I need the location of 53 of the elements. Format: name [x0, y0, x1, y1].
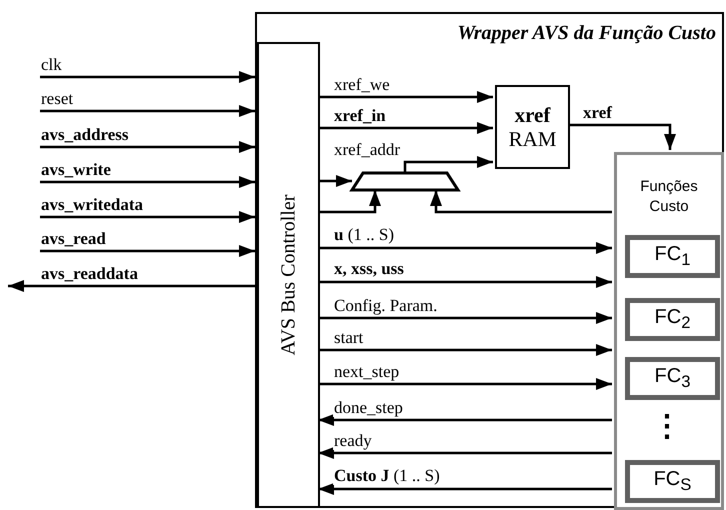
block-label: xref: [514, 103, 550, 127]
arrow: [318, 276, 612, 288]
signal-label: ready: [333, 432, 373, 450]
arrow: [318, 483, 612, 495]
ellipsis-mark: ⋮: [652, 410, 682, 444]
signal-label: avs_write: [40, 161, 112, 179]
arrow: [40, 105, 255, 117]
signal-label: u (1 .. S): [333, 226, 395, 244]
memory-block: [495, 85, 570, 169]
signal-label: xref_we: [333, 76, 391, 94]
function-block: [625, 460, 720, 503]
function-block: [625, 298, 720, 341]
signal-label: avs_read: [40, 230, 107, 248]
function-block: [625, 357, 720, 400]
arrow: [318, 122, 493, 134]
block-label: FC$_{2}$: [654, 306, 690, 333]
arrow: [40, 211, 255, 223]
arrow: [318, 344, 612, 356]
signal-label: Custo J (1 .. S): [333, 467, 441, 485]
block-label: RAM: [508, 127, 556, 151]
signal-label: xref_in: [333, 107, 387, 125]
signal-label: avs_address: [40, 126, 130, 144]
multiplexer-symbol: [352, 173, 458, 190]
signal-label: avs_writedata: [40, 196, 144, 214]
arrow: [318, 447, 612, 459]
arrow: [318, 414, 612, 426]
arrow: [430, 190, 612, 214]
block-label: FC$_{3}$: [654, 365, 690, 392]
arrow: [318, 91, 493, 103]
controller-block: [257, 42, 320, 508]
frame-title: Wrapper AVS da Função Custo: [457, 22, 716, 45]
arrow: [40, 176, 255, 188]
arrow: [318, 175, 352, 187]
arrow: [40, 71, 255, 83]
arrow: [40, 245, 255, 257]
arrow: [318, 190, 381, 214]
arrow: [404, 156, 493, 173]
arrow: [318, 378, 612, 390]
arrow: [568, 124, 676, 150]
function-group-panel: [614, 152, 724, 510]
signal-label: xref_addr: [333, 141, 402, 159]
signal-label: done_step: [333, 399, 404, 417]
panel-title: Funções Custo: [639, 177, 699, 217]
signal-label: Config. Param.: [333, 297, 438, 315]
arrow: [318, 312, 612, 324]
arrow: [40, 141, 255, 153]
arrow: [318, 242, 612, 254]
arrow: [8, 280, 255, 292]
function-block: [625, 235, 720, 278]
block-label: AVS Bus Controller: [277, 194, 300, 356]
signal-label: avs_readdata: [40, 265, 139, 283]
block-label: FC$_{1}$: [654, 243, 690, 270]
block-label: FC$_{S}$: [654, 468, 692, 495]
